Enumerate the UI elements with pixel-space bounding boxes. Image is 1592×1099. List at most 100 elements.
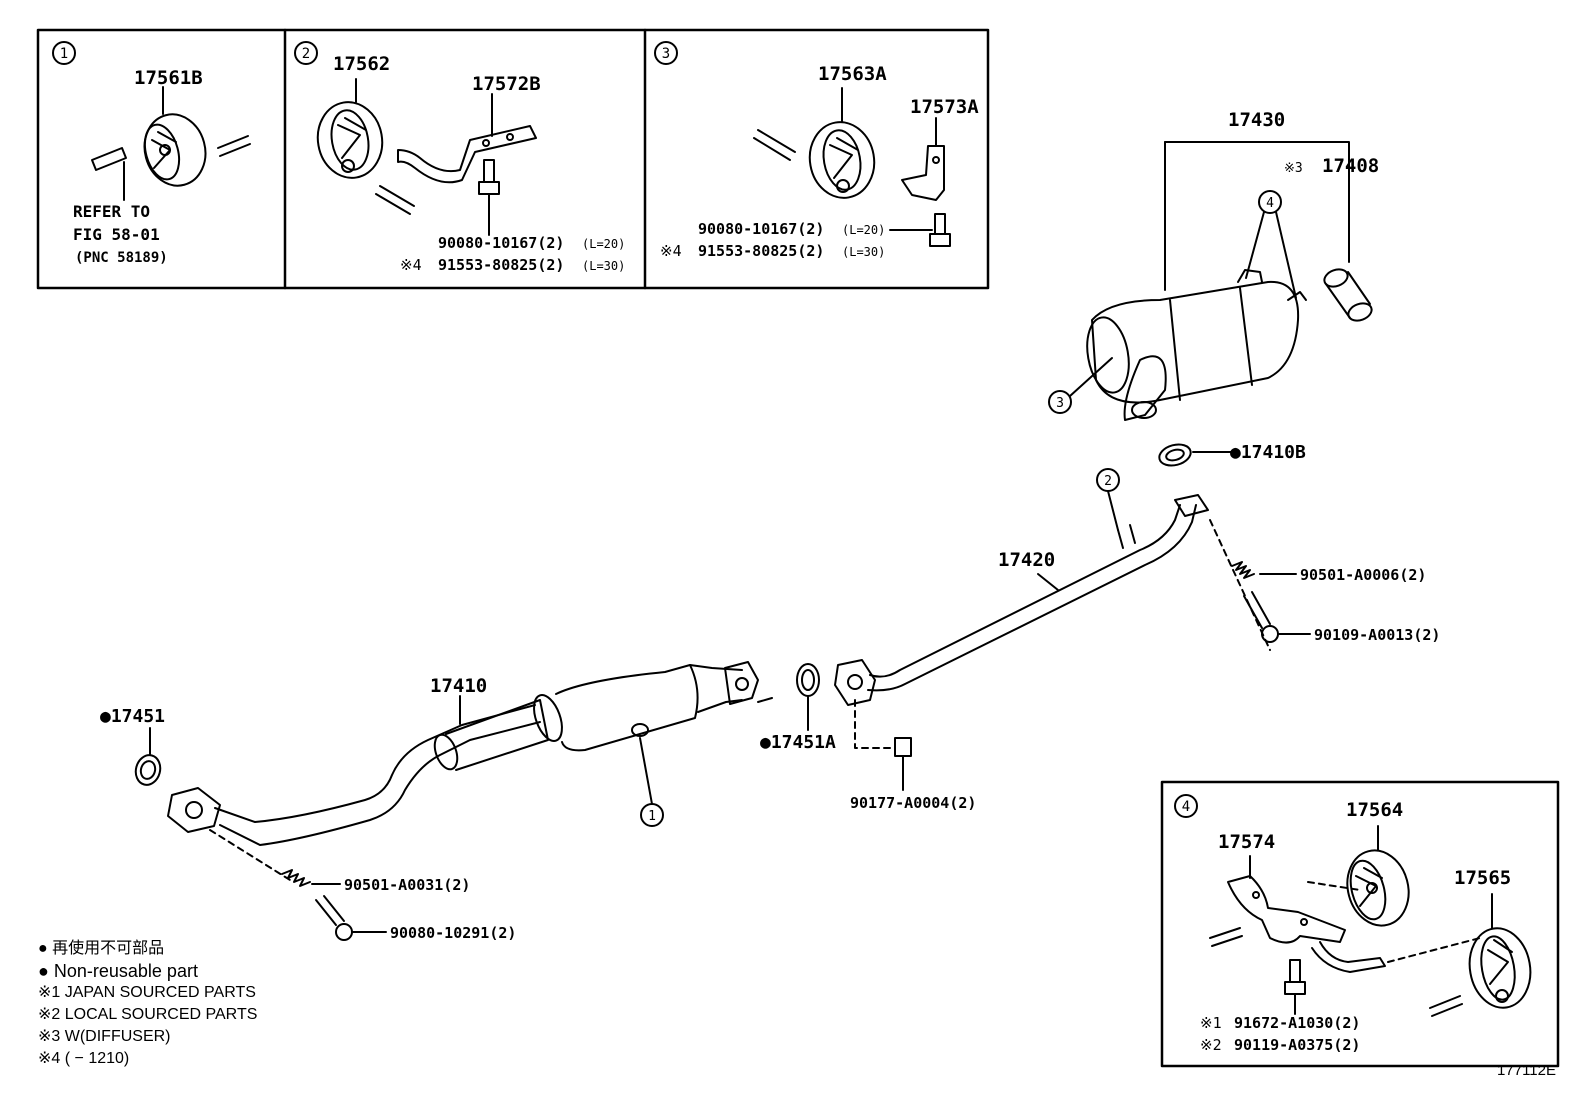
legend-line-4: ※2 LOCAL SOURCED PARTS (38, 1006, 258, 1023)
hanger-17563A[interactable] (804, 87, 880, 203)
part-17451A: ●17451A (760, 732, 836, 753)
part-17573A: 17573A (910, 96, 979, 118)
bolt-front-pn: 90080-10291(2) (390, 924, 516, 942)
detail-panels-frame (36, 28, 990, 290)
bolt-p3[interactable] (889, 213, 951, 247)
converter-17410[interactable] (214, 661, 773, 846)
hanger-17561B[interactable] (137, 86, 214, 193)
center-pipe-17420[interactable] (834, 494, 1209, 706)
panel-2-circle (294, 41, 318, 65)
part-17572B: 17572B (472, 73, 541, 95)
nut-mid-pn: 90177-A0004(2) (850, 794, 976, 812)
callout-2-pipe (1096, 468, 1120, 531)
bolt-p4-pn2: 90119-A0375(2) (1234, 1036, 1360, 1054)
bolt-rear[interactable] (1243, 591, 1311, 643)
legend-line-2: ● Non-reusable part (38, 961, 198, 981)
panel-3-circle (654, 41, 678, 65)
callout-4-muffler (1245, 190, 1297, 299)
bolt-p2-pn2: 91553-80825(2) (438, 256, 564, 274)
legend-line-5: ※3 W(DIFFUSER) (38, 1028, 171, 1045)
spring-front-pn: 90501-A0031(2) (344, 876, 470, 894)
callout-3-muffler (1048, 357, 1113, 414)
part-17562: 17562 (333, 53, 390, 75)
part-17565: 17565 (1454, 867, 1511, 889)
front-flange[interactable] (167, 787, 221, 833)
pipe-stub-p3 (753, 129, 796, 161)
bolt-p2-len2: (L=30) (582, 259, 625, 273)
bolt-p3-mark: ※4 (660, 242, 682, 260)
hanger-17562[interactable] (312, 78, 388, 183)
refer-text-1: REFER TO (73, 202, 150, 221)
dash-p4b (1387, 937, 1481, 963)
spring-front[interactable] (281, 869, 341, 887)
hanger-17564[interactable] (1339, 825, 1417, 932)
part-17563A: 17563A (818, 63, 887, 85)
part-17561B: 17561B (134, 67, 203, 89)
part-17574: 17574 (1218, 831, 1275, 853)
detail-panel-4-frame (1160, 780, 1560, 1068)
legend-line-1: ● 再使用不可部品 (38, 940, 165, 957)
bolt-p3-len1: (L=20) (842, 223, 885, 237)
legend-line-6: ※4 ( − 1210) (38, 1050, 130, 1067)
muffler-bracket-line (1164, 141, 1350, 263)
bolt-p3-pn1: 90080-10167(2) (698, 220, 824, 238)
bolt-p2-len1: (L=20) (582, 237, 625, 251)
muffler-17430[interactable] (1082, 269, 1307, 421)
callout-1-number: 1 (648, 809, 656, 824)
nut-mid[interactable] (894, 737, 912, 791)
panel-3-number: 3 (662, 46, 670, 62)
part-17420: 17420 (998, 549, 1055, 571)
spring-rear[interactable] (1231, 561, 1297, 579)
panel-4-circle (1174, 794, 1198, 818)
panel-4-number: 4 (1182, 799, 1190, 815)
gasket-17451[interactable] (133, 727, 164, 788)
diffuser-mark: ※3 (1284, 161, 1303, 176)
part-17408: 17408 (1322, 155, 1379, 177)
pipe-stub-p4a (1209, 927, 1243, 947)
bolt-p4-mark2: ※2 (1200, 1036, 1222, 1054)
bolt-p2[interactable] (478, 159, 500, 236)
part-17430: 17430 (1228, 109, 1285, 131)
callout-4-number: 4 (1266, 196, 1274, 211)
bolt-p2-pn1: 90080-10167(2) (438, 234, 564, 252)
pipe-stub-p2 (375, 185, 415, 215)
callout-3-number: 3 (1056, 396, 1064, 411)
diffuser-17408[interactable] (1322, 266, 1374, 323)
bolt-front[interactable] (315, 895, 387, 941)
dash-mid-joint (854, 699, 896, 749)
legend: ● 再使用不可部品 ● Non-reusable part ※1 JAPAN S… (38, 938, 257, 1070)
dash-rear-joint (1209, 519, 1271, 651)
center-pipe-leader (1037, 573, 1059, 591)
pipe-stub-p4b (1429, 995, 1463, 1017)
bracket-17574[interactable] (1227, 855, 1386, 973)
part-17451: ●17451 (100, 706, 165, 727)
bolt-p2-mark: ※4 (400, 256, 422, 274)
bracket-17572B[interactable] (397, 93, 537, 184)
refer-text-3: (PNC 58189) (75, 250, 168, 266)
legend-line-3: ※1 JAPAN SOURCED PARTS (38, 984, 256, 1001)
panel-1-number: 1 (60, 46, 68, 62)
part-17410B: ●17410B (1230, 442, 1306, 463)
callout-1-converter (639, 737, 664, 827)
dash-front-joint (209, 829, 291, 881)
pipe-stub-left (91, 135, 251, 171)
refer-text-2: FIG 58-01 (73, 225, 160, 244)
hanger-17565[interactable] (1464, 893, 1537, 1013)
part-17410: 17410 (430, 675, 487, 697)
gasket-17410B[interactable] (1157, 441, 1233, 469)
part-17564: 17564 (1346, 799, 1403, 821)
bolt-p4[interactable] (1284, 959, 1306, 1015)
bolt-p3-pn2: 91553-80825(2) (698, 242, 824, 260)
figure-id: 177112E (1497, 1062, 1556, 1079)
bracket-17573A[interactable] (901, 117, 945, 201)
bolt-p4-pn1: 91672-A1030(2) (1234, 1014, 1360, 1032)
callout-2-number: 2 (1104, 474, 1112, 489)
bolt-p4-mark1: ※1 (1200, 1014, 1222, 1032)
gasket-17451A[interactable] (796, 663, 820, 731)
spring-rear-pn: 90501-A0006(2) (1300, 566, 1426, 584)
panel-1-circle (52, 41, 76, 65)
bolt-p3-len2: (L=30) (842, 245, 885, 259)
bolt-rear-pn: 90109-A0013(2) (1314, 626, 1440, 644)
panel-2-number: 2 (302, 46, 310, 62)
